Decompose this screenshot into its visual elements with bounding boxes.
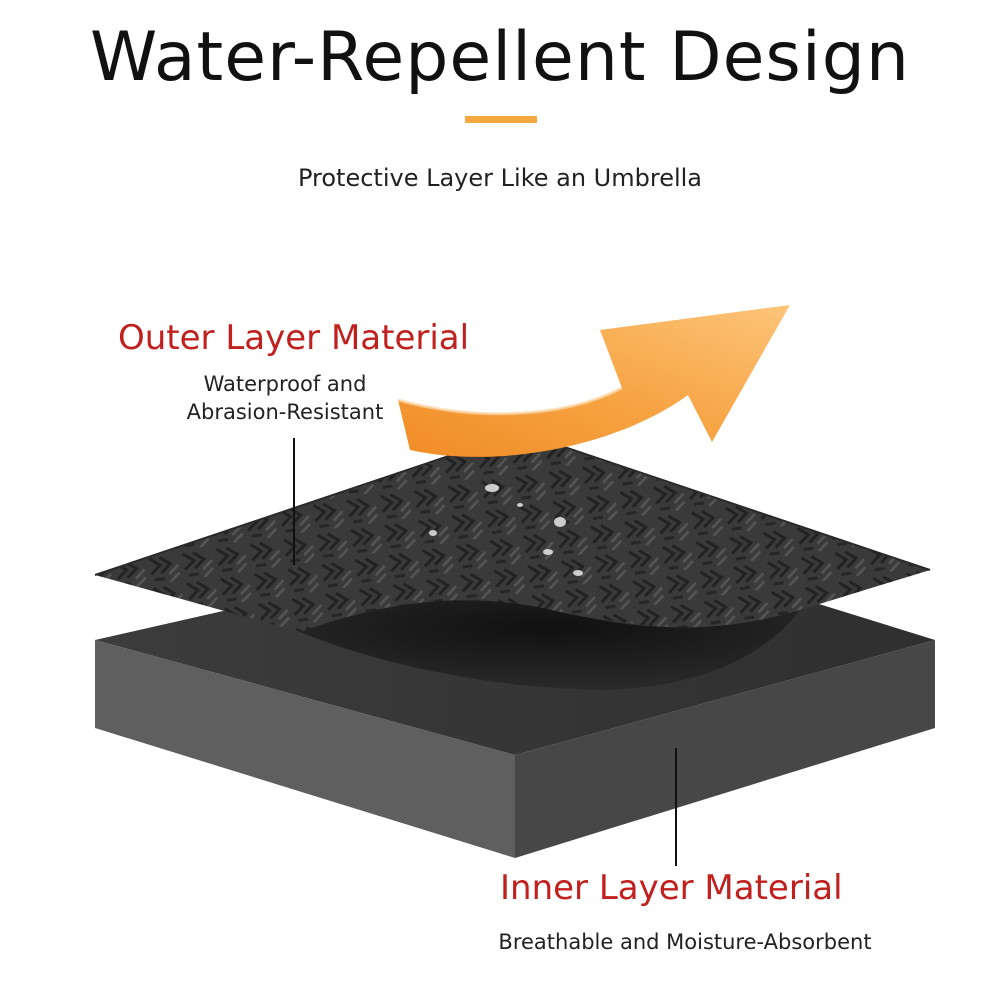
inner-layer-description: Breathable and Moisture-Absorbent <box>498 930 872 954</box>
page-subtitle: Protective Layer Like an Umbrella <box>297 164 702 192</box>
inner-layer-title: Inner Layer Material <box>500 868 843 908</box>
page-title: Water-Repellent Design <box>89 18 910 97</box>
outer-desc-line2: Abrasion-Resistant <box>186 400 384 424</box>
outer-layer-title: Outer Layer Material <box>118 318 470 358</box>
curved-arrow-icon <box>398 305 790 457</box>
outer-desc-line1: Waterproof and <box>203 372 367 396</box>
title-accent-bar <box>465 116 537 123</box>
outer-layer-description: Waterproof and Abrasion-Resistant <box>150 370 420 426</box>
water-droplets <box>429 484 583 576</box>
